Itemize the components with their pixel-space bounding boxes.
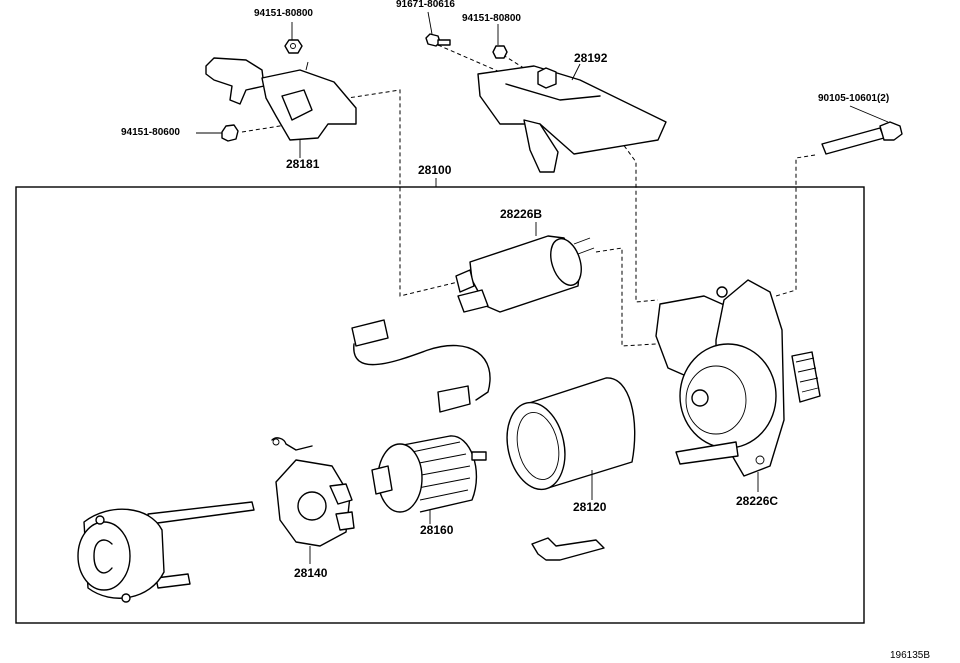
magnetic-switch-28226B [455, 222, 595, 313]
bolt-90105-10601 [821, 105, 903, 155]
bracket-28181 [205, 57, 357, 158]
label-28160: 28160 [420, 523, 454, 537]
figure-code: 196135B [890, 650, 931, 661]
label-94151-80600: 94151-80600 [121, 127, 180, 138]
starter-housing-28226C [655, 279, 821, 492]
end-frame [77, 501, 255, 603]
nut-94151-80600 [196, 124, 239, 142]
brush-holder-28140 [271, 437, 355, 564]
heat-shield-28192 [477, 63, 667, 173]
lead-wire [351, 319, 491, 413]
nut-94151-80800-mid [492, 24, 508, 59]
yoke-28120 [506, 377, 636, 500]
label-94151-80800-mid: 94151-80800 [462, 13, 521, 24]
label-28226C: 28226C [736, 494, 779, 508]
label-28120: 28120 [573, 500, 607, 514]
label-91671-80616: 91671-80616 [396, 0, 455, 10]
label-28192: 28192 [574, 51, 608, 65]
assembly-frame-28100 [15, 186, 865, 624]
label-28226B: 28226B [500, 207, 543, 221]
label-90105-10601: 90105-10601(2) [818, 93, 890, 104]
nut-94151-80800-top [284, 22, 303, 54]
label-28181: 28181 [286, 157, 320, 171]
label-28100: 28100 [418, 163, 452, 177]
label-94151-80800-top: 94151-80800 [254, 8, 313, 19]
label-28140: 28140 [294, 566, 328, 580]
lever [531, 537, 605, 561]
bolt-91671-80616 [425, 11, 451, 47]
armature-28160 [371, 435, 487, 524]
